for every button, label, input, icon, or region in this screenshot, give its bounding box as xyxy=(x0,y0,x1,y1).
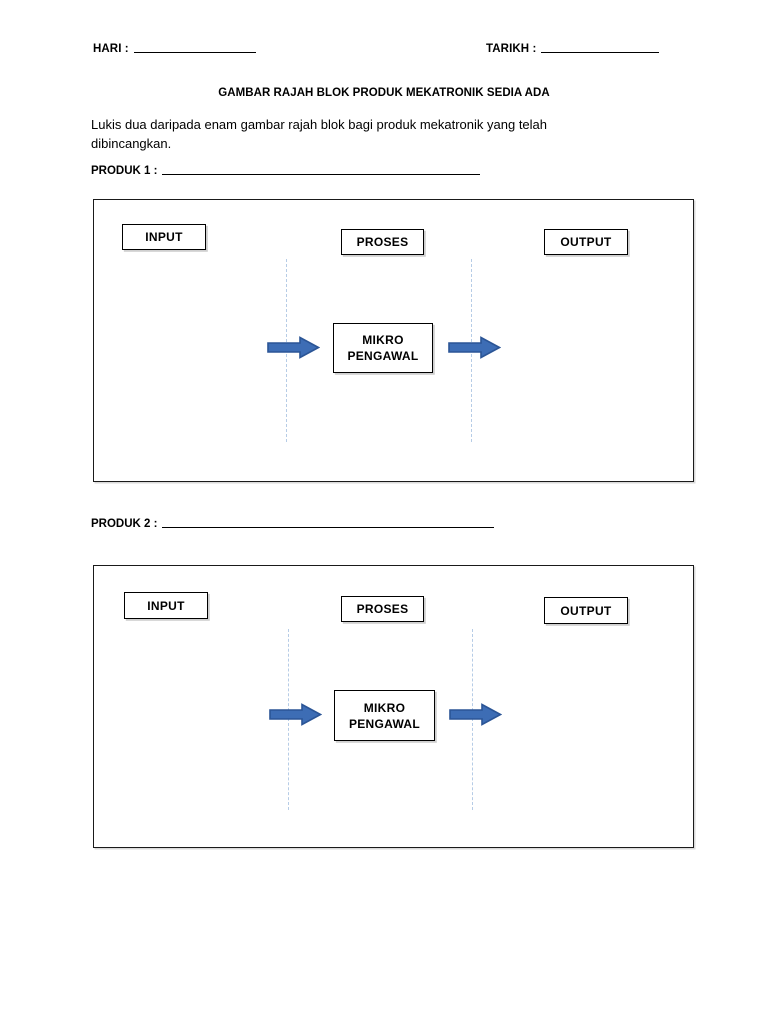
tarikh-write-in-rule[interactable] xyxy=(541,52,660,53)
mikro-pengawal-box: MIKRO PENGAWAL xyxy=(333,323,433,373)
tarikh-field: TARIKH : xyxy=(486,43,660,55)
instruction-text: Lukis dua daripada enam gambar rajah blo… xyxy=(91,117,548,151)
mikro-pengawal-line-1: MIKRO xyxy=(363,700,406,715)
produk-2-label: PRODUK 2 : xyxy=(91,518,158,530)
hari-label: HARI : xyxy=(93,43,129,55)
output-box: OUTPUT xyxy=(544,229,628,255)
tarikh-label: TARIKH : xyxy=(486,43,537,55)
page-title: GAMBAR RAJAH BLOK PRODUK MEKATRONIK SEDI… xyxy=(218,87,550,99)
block-diagram-2: INPUT PROSES OUTPUT MIKRO PENGAWAL xyxy=(93,565,694,848)
mikro-pengawal-line-1: MIKRO xyxy=(362,333,404,347)
hari-write-in-rule[interactable] xyxy=(133,52,256,53)
input-arrow-icon xyxy=(269,703,322,726)
input-arrow-icon xyxy=(267,336,320,359)
produk-1-field: PRODUK 1 : xyxy=(91,165,481,177)
produk-1-label: PRODUK 1 : xyxy=(91,165,158,177)
mikro-pengawal-box: MIKRO PENGAWAL xyxy=(334,690,435,741)
produk-2-field: PRODUK 2 : xyxy=(91,518,495,530)
produk-2-write-in-rule[interactable] xyxy=(162,527,495,528)
output-arrow-icon xyxy=(448,336,501,359)
hari-field: HARI : xyxy=(93,43,256,55)
block-diagram-1: INPUT PROSES OUTPUT MIKRO PENGAWAL xyxy=(93,199,694,482)
output-arrow-icon xyxy=(449,703,502,726)
proses-box: PROSES xyxy=(341,229,424,255)
produk-1-write-in-rule[interactable] xyxy=(162,174,481,175)
output-box: OUTPUT xyxy=(544,597,628,624)
input-box: INPUT xyxy=(124,592,208,619)
mikro-pengawal-line-2: PENGAWAL xyxy=(347,349,419,363)
mikro-pengawal-line-2: PENGAWAL xyxy=(348,716,421,731)
proses-box: PROSES xyxy=(341,596,424,622)
input-box: INPUT xyxy=(122,224,206,250)
